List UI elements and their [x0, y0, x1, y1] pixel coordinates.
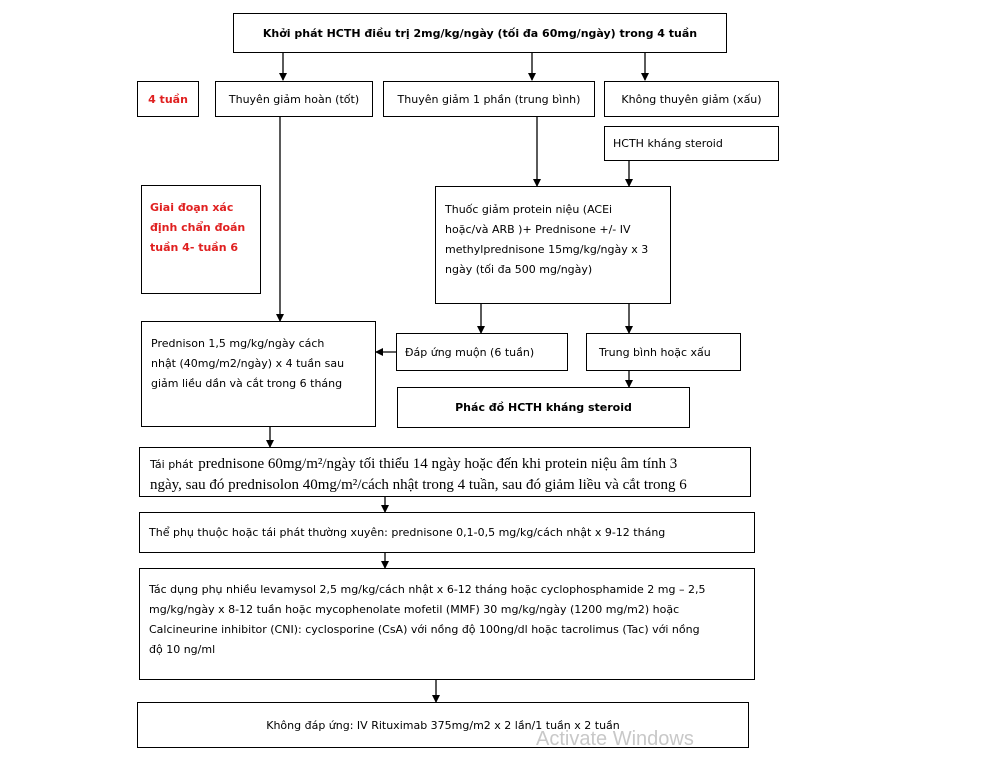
remission-full-box: Thuyên giảm hoàn (tốt)	[215, 81, 373, 117]
prednisone-taper-box: Prednison 1,5 mg/kg/ngày cách nhật (40mg…	[141, 321, 376, 427]
no-remission-text: Không thuyên giảm (xấu)	[621, 92, 762, 106]
side-effects-line: Tác dụng phụ nhiều levamysol 2,5 mg/kg/c…	[149, 583, 706, 596]
antiproteinuric-box: Thuốc giảm protein niệu (ACEi hoặc/và AR…	[435, 186, 671, 304]
start-text: Khởi phát HCTH điều trị 2mg/kg/ngày (tối…	[262, 26, 698, 40]
start-box: Khởi phát HCTH điều trị 2mg/kg/ngày (tối…	[233, 13, 727, 53]
steroid-resistant-text: HCTH kháng steroid	[613, 137, 723, 150]
resistant-protocol-text: Phác đồ HCTH kháng steroid	[455, 401, 632, 414]
resistant-protocol-box: Phác đồ HCTH kháng steroid	[397, 387, 690, 428]
no-remission-box: Không thuyên giảm (xấu)	[604, 81, 779, 117]
side-effects-line: Calcineurine inhibitor (CNI): cyclospori…	[149, 623, 700, 636]
side-effects-box: Tác dụng phụ nhiều levamysol 2,5 mg/kg/c…	[139, 568, 755, 680]
remission-partial-text: Thuyên giảm 1 phần (trung bình)	[397, 92, 581, 106]
moderate-poor-box: Trung bình hoặc xấu	[586, 333, 741, 371]
prednisone-taper-line: nhật (40mg/m2/ngày) x 4 tuần sau	[151, 357, 345, 370]
no-response-box: Không đáp ứng: IV Rituximab 375mg/m2 x 2…	[137, 702, 749, 748]
four-weeks-box: 4 tuần	[137, 81, 199, 117]
antiproteinuric-line: hoặc/và ARB )+ Prednisone +/- IV	[445, 223, 631, 236]
antiproteinuric-line: Thuốc giảm protein niệu (ACEi	[445, 203, 613, 216]
moderate-poor-text: Trung bình hoặc xấu	[599, 345, 711, 359]
prednisone-taper-line: giảm liều dần và cắt trong 6 tháng	[151, 377, 343, 390]
side-effects-line: mg/kg/ngày x 8-12 tuần hoặc mycophenolat…	[149, 603, 680, 616]
activate-windows-watermark: Activate Windows	[536, 728, 694, 750]
antiproteinuric-line: ngày (tối đa 500 mg/ngày)	[445, 263, 593, 276]
late-response-text: Đáp ứng muộn (6 tuần)	[405, 345, 535, 359]
diagnosis-phase-line: tuần 4- tuần 6	[150, 241, 239, 254]
relapse-box: Tái phát prednisone 60mg/m²/ngày tối thi…	[139, 447, 751, 497]
four-weeks-text: 4 tuần	[148, 92, 188, 106]
steroid-resistant-box: HCTH kháng steroid	[604, 126, 779, 161]
relapse-label: Tái phát	[150, 458, 194, 471]
relapse-line-1: prednisone 60mg/m²/ngày tối thiểu 14 ngà…	[198, 456, 678, 472]
diagnosis-phase-box: Giai đoạn xác định chẩn đoán tuần 4- tuầ…	[141, 185, 261, 294]
diagnosis-phase-line: Giai đoạn xác	[150, 201, 234, 214]
dependent-text: Thể phụ thuộc hoặc tái phát thường xuyên…	[149, 526, 666, 539]
relapse-line-2: ngày, sau đó prednisolon 40mg/m²/cách nh…	[150, 477, 687, 493]
no-response-text: Không đáp ứng: IV Rituximab 375mg/m2 x 2…	[266, 718, 620, 732]
antiproteinuric-line: methylprednisone 15mg/kg/ngày x 3	[445, 243, 649, 256]
late-response-box: Đáp ứng muộn (6 tuần)	[396, 333, 568, 371]
dependent-box: Thể phụ thuộc hoặc tái phát thường xuyên…	[139, 512, 755, 553]
remission-partial-box: Thuyên giảm 1 phần (trung bình)	[383, 81, 595, 117]
prednisone-taper-line: Prednison 1,5 mg/kg/ngày cách	[151, 337, 325, 350]
diagnosis-phase-line: định chẩn đoán	[150, 221, 246, 234]
side-effects-line: độ 10 ng/ml	[149, 643, 216, 656]
remission-full-text: Thuyên giảm hoàn (tốt)	[228, 92, 360, 106]
